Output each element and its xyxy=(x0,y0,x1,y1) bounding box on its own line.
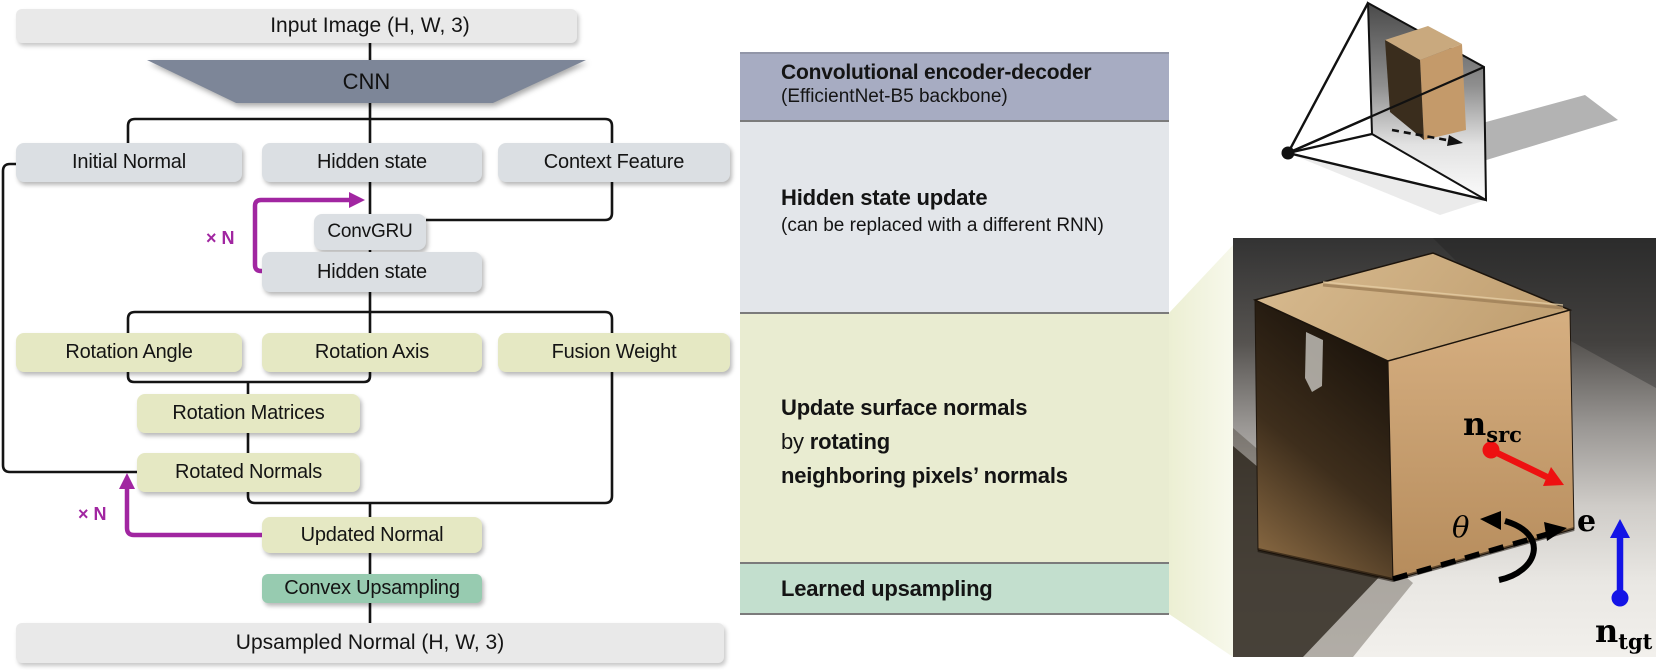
node-convgru: ConvGRU xyxy=(314,214,426,250)
section1-subtitle: (EfficientNet-B5 backbone) xyxy=(781,86,1008,107)
box-top-seam-highlight xyxy=(1322,281,1564,306)
cardboard-box xyxy=(1252,252,1575,583)
node-rotation-angle: Rotation Angle xyxy=(16,333,242,372)
rotated-normals-label: Rotated Normals xyxy=(174,461,323,483)
frustum-rays xyxy=(1286,2,1487,202)
node-updated-normal: Updated Normal xyxy=(262,517,482,553)
n-src-subscript: src xyxy=(1486,422,1522,447)
rotation-photo: nsrc e θ ntgt xyxy=(1233,238,1656,657)
loop-count-top: × N xyxy=(206,228,235,248)
rotation-axis-dashed-line xyxy=(1392,531,1549,582)
n-tgt-subscript: tgt xyxy=(1618,629,1652,654)
node-fusion-weight: Fusion Weight xyxy=(498,333,730,372)
section3-text: Update surface normals by rotating neigh… xyxy=(781,391,1068,493)
convex-upsampling-label: Convex Upsampling xyxy=(284,577,460,599)
section-learned-upsampling xyxy=(740,563,1169,614)
section-update-normals xyxy=(740,313,1169,563)
box-tape-tab xyxy=(1305,332,1323,392)
hidden-state-1-label: Hidden state xyxy=(317,151,427,173)
branch-hidden2-row2 xyxy=(126,310,614,333)
section3-line2-bold: rotating xyxy=(809,429,891,454)
node-convex-upsampling: Convex Upsampling xyxy=(262,574,482,603)
edge-initial-rotated-loop xyxy=(1,162,137,474)
loop-bottom-path xyxy=(124,486,263,538)
section3-line3: neighboring pixels’ normals xyxy=(781,463,1068,488)
node-hidden-state-1: Hidden state xyxy=(262,143,482,182)
loop-bottom-arrowhead-icon xyxy=(119,473,135,489)
section2-text: Hidden state update (can be replaced wit… xyxy=(781,185,1104,237)
mini-dashed-edge xyxy=(1391,128,1453,143)
ground-shadow xyxy=(1420,95,1618,165)
output-normal-label: Upsampled Normal (H, W, 3) xyxy=(235,631,505,654)
panel-divider-3 xyxy=(740,562,1169,564)
src-normal-arrowhead-icon xyxy=(1543,467,1564,486)
section2-subtitle: (can be replaced with a different RNN) xyxy=(781,215,1104,236)
panel-top-border xyxy=(740,52,1169,54)
axis-arrowhead-icon xyxy=(1544,522,1567,541)
initial-normal-label: Initial Normal xyxy=(72,151,186,173)
rotation-angle-label: Rotation Angle xyxy=(65,341,193,363)
node-hidden-state-2: Hidden state xyxy=(262,252,482,292)
hidden-state-2-label: Hidden state xyxy=(317,260,427,283)
node-rotated-normals: Rotated Normals xyxy=(137,453,360,492)
n-tgt-label: ntgt xyxy=(1595,612,1653,654)
box-top-seam xyxy=(1322,283,1564,310)
output-normal-bar: Upsampled Normal (H, W, 3) xyxy=(16,623,724,663)
section1-text: Convolutional encoder-decoder (Efficient… xyxy=(781,61,1092,108)
edge-context-convgru xyxy=(426,182,614,222)
edge-label: e xyxy=(1577,504,1596,539)
frustum-ray-over xyxy=(1287,65,1485,155)
cnn-block: CNN xyxy=(147,60,586,103)
section-hidden-update xyxy=(740,121,1169,313)
panel-divider-2 xyxy=(740,312,1169,314)
zoom-wedge xyxy=(1169,245,1233,657)
fusion-weight-label: Fusion Weight xyxy=(551,341,677,363)
section4-text: Learned upsampling xyxy=(781,576,993,602)
rotation-axis-label: Rotation Axis xyxy=(314,341,430,363)
context-feature-label: Context Feature xyxy=(543,151,685,173)
rotation-annotations: nsrc e θ ntgt xyxy=(1392,405,1653,654)
loop-top-arrowhead-icon xyxy=(349,192,365,208)
section-encoder-decoder xyxy=(740,52,1169,121)
box-top-face xyxy=(1252,252,1573,362)
node-rotation-axis: Rotation Axis xyxy=(262,333,482,372)
updated-normal-label: Updated Normal xyxy=(300,523,444,546)
panel-divider-4 xyxy=(740,613,1169,615)
tgt-normal-arrowhead-icon xyxy=(1610,519,1630,538)
loop-count-bottom: × N xyxy=(78,504,107,524)
theta-arc xyxy=(1498,518,1537,583)
section2-title: Hidden state update xyxy=(781,185,988,210)
node-rotation-matrices: Rotation Matrices xyxy=(137,394,360,433)
section1-title: Convolutional encoder-decoder xyxy=(781,61,1092,84)
section3-line1: Update surface normals xyxy=(781,395,1028,420)
section4-title: Learned upsampling xyxy=(781,576,993,601)
node-initial-normal: Initial Normal xyxy=(16,143,242,182)
camera-frustum-illustration xyxy=(1281,1,1618,215)
branch-cnn-row1 xyxy=(126,117,614,143)
section3-line2: by rotating xyxy=(781,425,1068,459)
cnn-label: CNN xyxy=(342,68,391,94)
panel-divider-1 xyxy=(740,120,1169,122)
src-normal-shaft xyxy=(1489,447,1549,480)
input-image-bar: Input Image (H, W, 3) xyxy=(16,9,577,43)
mini-arrowhead-icon xyxy=(1447,135,1463,146)
image-plane xyxy=(1366,1,1488,202)
n-src-label: nsrc xyxy=(1463,405,1522,447)
convgru-label: ConvGRU xyxy=(327,221,413,242)
mini-box xyxy=(1385,26,1466,140)
section3-line2-regular: by xyxy=(781,429,810,454)
camera-center-dot xyxy=(1281,146,1295,160)
floor-wash xyxy=(1288,153,1486,215)
n-src-base: n xyxy=(1463,405,1486,443)
n-tgt-base: n xyxy=(1595,612,1618,650)
theta-arrowhead-icon xyxy=(1480,511,1501,530)
bracket-angle-axis xyxy=(126,372,372,384)
rotation-matrices-label: Rotation Matrices xyxy=(172,402,325,424)
cnn-trapezoid: CNN xyxy=(147,60,586,103)
theta-label: θ xyxy=(1452,510,1469,544)
input-image-label: Input Image (H, W, 3) xyxy=(270,14,470,37)
node-context-feature: Context Feature xyxy=(498,143,730,182)
